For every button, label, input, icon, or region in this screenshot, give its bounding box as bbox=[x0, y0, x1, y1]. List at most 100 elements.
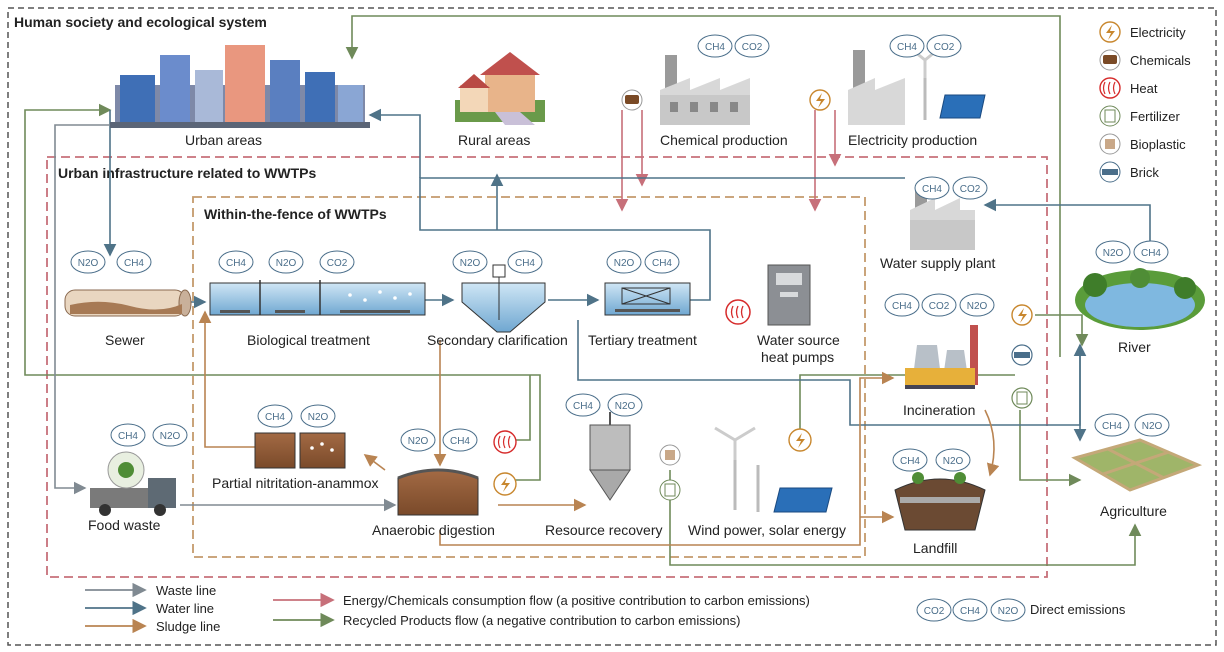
cloud-shape bbox=[916, 598, 952, 622]
ch4-cloud: CH4 bbox=[952, 598, 988, 622]
ch4-label: CH4 bbox=[1102, 421, 1122, 432]
cloud-shape bbox=[607, 393, 643, 417]
co2-label: CO2 bbox=[934, 42, 955, 53]
n2o-label: N2O bbox=[614, 258, 635, 269]
co2-label: CO2 bbox=[327, 258, 348, 269]
fertilizer-icon bbox=[1011, 387, 1033, 409]
ch4-label: CH4 bbox=[515, 258, 535, 269]
cloud-shape bbox=[959, 293, 995, 317]
cloud-shape bbox=[606, 250, 642, 274]
legend-brick-icon bbox=[1099, 161, 1121, 183]
heat-pumps-label-2: heat pumps bbox=[761, 349, 834, 365]
ch4-cloud: CH4 bbox=[1133, 240, 1169, 264]
rural-house-illustration bbox=[455, 52, 545, 125]
cloud-shape bbox=[110, 423, 146, 447]
co2-cloud: CO2 bbox=[734, 34, 770, 58]
urban-areas-label: Urban areas bbox=[185, 132, 262, 148]
anaerobic-digestion-label: Anaerobic digestion bbox=[372, 522, 495, 538]
landfill-label: Landfill bbox=[913, 540, 957, 556]
co2-cloud: CO2 bbox=[926, 34, 962, 58]
biological-treatment-label: Biological treatment bbox=[247, 332, 370, 348]
heat-icon bbox=[725, 299, 751, 325]
secondary-clarification-label: Secondary clarification bbox=[427, 332, 568, 348]
heat-icon bbox=[493, 430, 517, 454]
sludge-line-label: Sludge line bbox=[156, 619, 220, 634]
legend-chemicals-icon bbox=[1099, 49, 1121, 71]
energy-flows bbox=[615, 110, 842, 212]
cloud-shape bbox=[507, 250, 543, 274]
ch4-cloud: CH4 bbox=[884, 293, 920, 317]
chemicals-icon bbox=[621, 89, 643, 111]
n2o-cloud: N2O bbox=[452, 250, 488, 274]
fence-border bbox=[192, 196, 866, 558]
cloud-shape bbox=[889, 34, 925, 58]
n2o-cloud: N2O bbox=[607, 393, 643, 417]
ch4-cloud: CH4 bbox=[218, 250, 254, 274]
cloud-shape bbox=[935, 448, 971, 472]
urban-infra-border bbox=[46, 156, 1048, 578]
ch4-cloud: CH4 bbox=[892, 448, 928, 472]
n2o-label: N2O bbox=[460, 258, 481, 269]
recycled-flows bbox=[24, 15, 1142, 566]
co2-cloud: CO2 bbox=[319, 250, 355, 274]
n2o-label: N2O bbox=[1142, 421, 1163, 432]
legend-brick-label: Brick bbox=[1130, 165, 1159, 180]
ch4-cloud: CH4 bbox=[507, 250, 543, 274]
cloud-shape bbox=[926, 34, 962, 58]
n2o-cloud: N2O bbox=[1134, 413, 1170, 437]
n2o-label: N2O bbox=[1103, 248, 1124, 259]
wind-solar-label: Wind power, solar energy bbox=[688, 522, 846, 538]
heat-pump-illustration bbox=[767, 264, 811, 326]
cloud-shape bbox=[1134, 413, 1170, 437]
water-flows bbox=[103, 108, 1151, 442]
legend-bioplastic-label: Bioplastic bbox=[1130, 137, 1186, 152]
n2o-label: N2O bbox=[408, 436, 429, 447]
n2o-label: N2O bbox=[943, 456, 964, 467]
co2-label: CO2 bbox=[924, 606, 945, 617]
n2o-cloud: N2O bbox=[959, 293, 995, 317]
fertilizer-icon bbox=[659, 479, 681, 501]
n2o-label: N2O bbox=[276, 258, 297, 269]
electricity-icon bbox=[493, 472, 517, 496]
cloud-shape bbox=[300, 404, 336, 428]
water-supply-plant-label: Water supply plant bbox=[880, 255, 996, 271]
ch4-cloud: CH4 bbox=[257, 404, 293, 428]
n2o-cloud: N2O bbox=[990, 598, 1026, 622]
ch4-label: CH4 bbox=[922, 184, 942, 195]
ch4-label: CH4 bbox=[124, 258, 144, 269]
cloud-shape bbox=[884, 293, 920, 317]
chemical-production-label: Chemical production bbox=[660, 132, 788, 148]
tertiary-treatment-illustration bbox=[604, 282, 691, 316]
urban-areas-illustration bbox=[110, 45, 370, 128]
tertiary-treatment-label: Tertiary treatment bbox=[588, 332, 697, 348]
co2-cloud: CO2 bbox=[916, 598, 952, 622]
water-line-label: Water line bbox=[156, 601, 214, 616]
ch4-label: CH4 bbox=[652, 258, 672, 269]
ch4-cloud: CH4 bbox=[110, 423, 146, 447]
recycled-flow-label: Recycled Products flow (a negative contr… bbox=[343, 613, 740, 628]
n2o-cloud: N2O bbox=[1095, 240, 1131, 264]
cloud-shape bbox=[152, 423, 188, 447]
cloud-shape bbox=[70, 250, 106, 274]
chemical-factory-illustration bbox=[660, 55, 750, 125]
heat-icon-waves bbox=[730, 305, 744, 319]
legend-fertilizer-label: Fertilizer bbox=[1130, 109, 1181, 124]
cloud-shape bbox=[319, 250, 355, 274]
sludge-flows bbox=[198, 310, 1000, 546]
ch4-cloud: CH4 bbox=[644, 250, 680, 274]
electricity-icon bbox=[788, 428, 812, 452]
wind-solar-illustration bbox=[714, 426, 833, 513]
brick-icon bbox=[1011, 344, 1033, 366]
incineration-illustration bbox=[905, 325, 978, 389]
icon-legend: Electricity Chemicals Heat Fertilizer Bi… bbox=[1099, 21, 1191, 183]
secondary-clarifier-illustration bbox=[461, 264, 546, 333]
river-label: River bbox=[1118, 339, 1151, 355]
ch4-cloud: CH4 bbox=[116, 250, 152, 274]
water-supply-plant-illustration bbox=[910, 185, 975, 250]
ch4-label: CH4 bbox=[265, 412, 285, 423]
fence-title: Within-the-fence of WWTPs bbox=[204, 206, 387, 222]
cloud-shape bbox=[734, 34, 770, 58]
cloud-shape bbox=[892, 448, 928, 472]
